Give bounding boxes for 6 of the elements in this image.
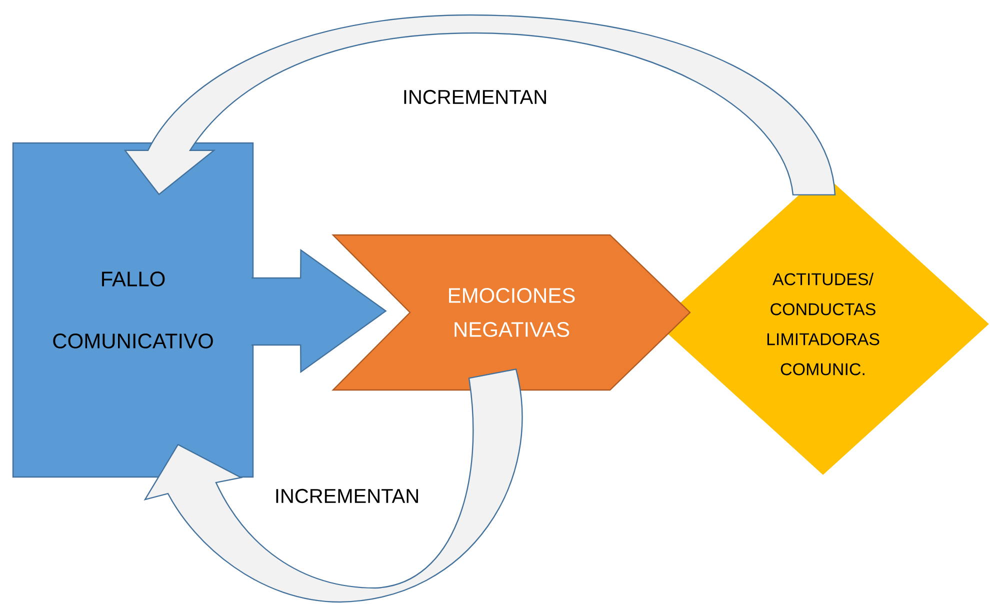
block-arrow (251, 248, 387, 374)
process-box: FALLO COMUNICATIVO (12, 142, 254, 478)
edge-label: INCREMENTAN (272, 486, 422, 506)
curved-arrow (124, 14, 836, 196)
curved-arrow (144, 368, 523, 603)
edge-label: INCREMENTAN (400, 88, 550, 106)
